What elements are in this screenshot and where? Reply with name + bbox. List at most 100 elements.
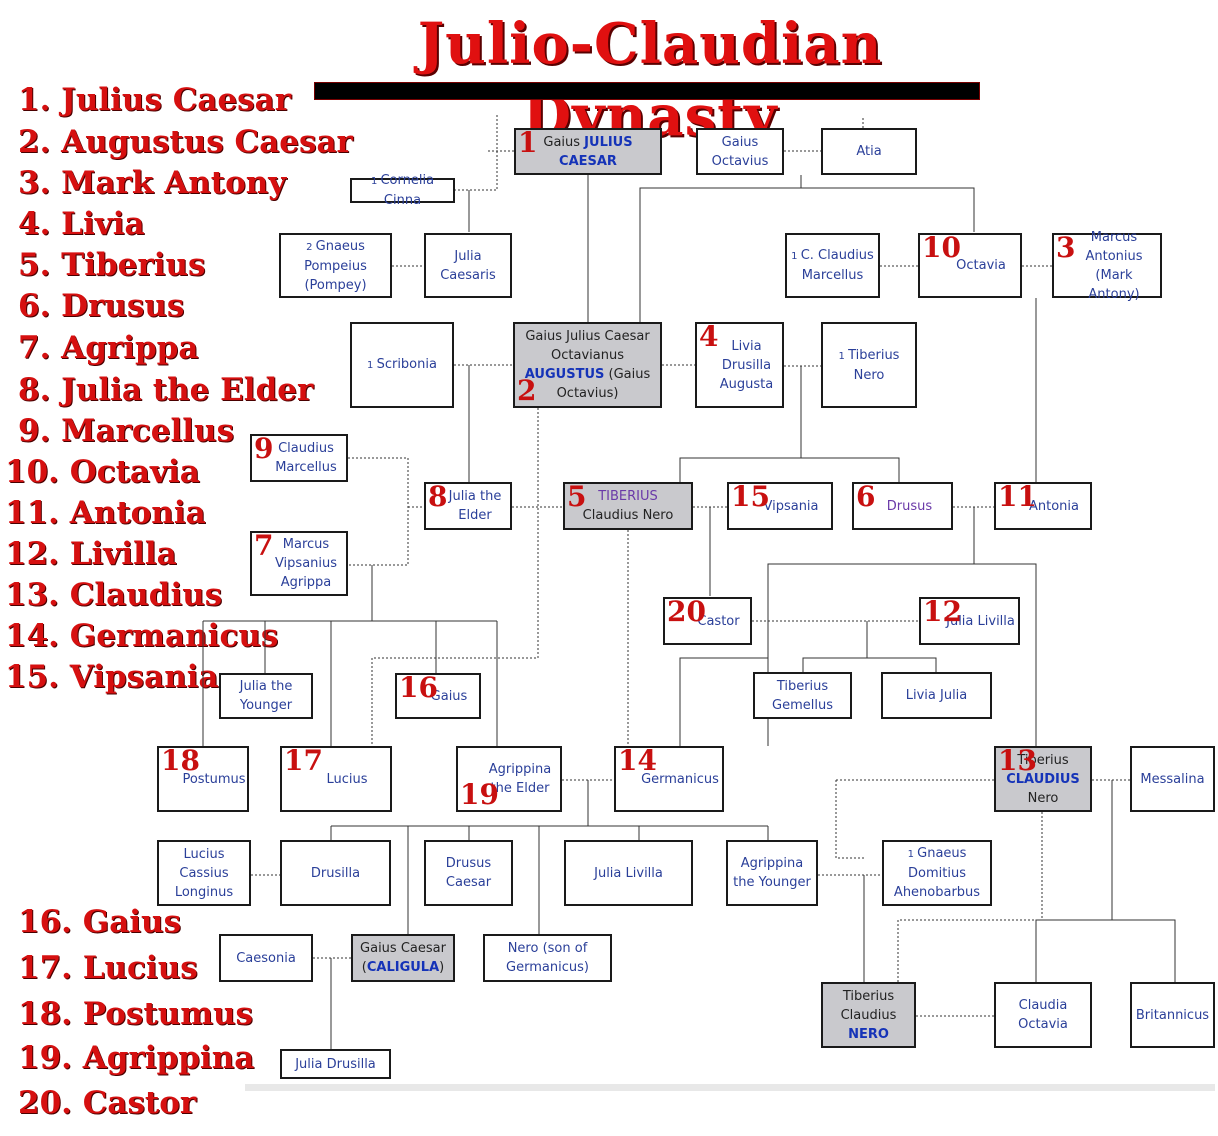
- person-label: Julia Drusilla: [295, 1056, 376, 1072]
- person-name: Marcus Antonius (Mark Antony): [1057, 228, 1157, 304]
- person-name: Messalina: [1140, 770, 1204, 789]
- person-label: Agrippina the Younger: [733, 856, 811, 890]
- spouse-order-mark: 1: [367, 360, 377, 371]
- person-name: Lucius: [304, 770, 367, 789]
- legend-item: 4. Livia: [18, 206, 145, 242]
- person-label: Messalina: [1140, 771, 1205, 787]
- person-name: Germanicus: [619, 770, 719, 789]
- person-title-name: AUGUSTUS: [524, 367, 605, 382]
- person-number: 17: [284, 744, 323, 777]
- person-name: Julia Livilla: [924, 612, 1015, 631]
- person-number: 11: [998, 480, 1037, 513]
- footer-rule: [245, 1084, 1215, 1091]
- person-label: Gnaeus Domitius Ahenobarbus: [893, 846, 981, 900]
- person-number: 14: [618, 744, 657, 777]
- person-label: Atia: [856, 144, 882, 159]
- person-label-suffix: (Gaius Octavius): [556, 367, 651, 401]
- legend-item: 11. Antonia: [5, 495, 206, 531]
- person-number: 13: [998, 744, 1037, 777]
- legend-item: 15. Vipsania: [5, 659, 219, 695]
- person-label: Cornelia Cinna: [380, 173, 435, 208]
- person-name: Livia Drusilla Augusta: [700, 337, 779, 394]
- person-name: Tiberius Gemellus: [758, 677, 847, 715]
- person-node-drusus-caesar: Drusus Caesar: [424, 840, 513, 906]
- legend-item: 16. Gaius: [18, 904, 182, 940]
- person-name: Julia Livilla: [594, 864, 663, 883]
- person-name: Julia the Younger: [224, 677, 308, 715]
- person-node-gaius-octavius: Gaius Octavius: [696, 128, 784, 175]
- person-name: Gaius Octavius: [701, 133, 779, 171]
- person-label: Nero (son of Germanicus): [506, 941, 589, 975]
- person-title-name: NERO: [848, 1026, 889, 1042]
- person-node-tiberius-nero: 1 Tiberius Nero: [821, 322, 917, 408]
- person-number: 20: [667, 595, 706, 628]
- person-node-julia-younger: Julia the Younger: [219, 673, 313, 719]
- person-number: 4: [699, 320, 719, 353]
- spouse-order-mark: 1: [370, 176, 381, 187]
- legend-item: 1. Julius Caesar: [18, 82, 292, 118]
- legend-item: 19. Agrippina: [18, 1040, 255, 1076]
- person-title-name: CLAUDIUS: [1006, 771, 1080, 787]
- person-name: Nero (son of Germanicus): [488, 939, 607, 977]
- person-node-messalina: Messalina: [1130, 746, 1215, 812]
- person-label: Postumus: [182, 771, 246, 787]
- person-label: Octavia: [956, 258, 1006, 273]
- person-title-name: TIBERIUS: [598, 489, 658, 504]
- person-node-julia-drusilla: Julia Drusilla: [280, 1049, 391, 1079]
- legend-item: 3. Mark Antony: [18, 165, 287, 201]
- legend-item: 20. Castor: [18, 1085, 197, 1121]
- person-name: Livia Julia: [906, 686, 968, 705]
- person-name: Claudia Octavia: [999, 996, 1087, 1034]
- person-label-prefix: Gaius Julius Caesar Octavianus: [525, 329, 650, 363]
- person-label: Julia the Younger: [239, 679, 293, 713]
- person-label: Marcus Vipsanius Agrippa: [274, 537, 338, 590]
- person-name: Julia Drusilla: [295, 1055, 376, 1074]
- person-name: Gaius: [409, 687, 468, 706]
- person-name: Drusus: [873, 497, 932, 516]
- person-label: Antonia: [1028, 498, 1079, 514]
- person-node-cornelia-cinna: 1 Cornelia Cinna: [350, 173, 455, 208]
- person-node-livia-julia: Livia Julia: [881, 672, 992, 719]
- person-name: Antonia: [1007, 497, 1079, 516]
- person-name: Agrippina the Younger: [731, 854, 813, 892]
- person-label: Claudius Marcellus: [275, 441, 337, 475]
- person-number: 10: [922, 231, 961, 264]
- legend-item: 9. Marcellus: [18, 413, 235, 449]
- person-node-claudia-octavia: Claudia Octavia: [994, 982, 1092, 1048]
- legend-item: 13. Claudius: [5, 577, 223, 613]
- person-node-caesonia: Caesonia: [219, 934, 313, 982]
- person-label: Castor: [697, 613, 740, 629]
- person-name: Caesonia: [236, 949, 296, 968]
- person-node-agrippina-younger: Agrippina the Younger: [726, 840, 818, 906]
- person-node-domitius: 1 Gnaeus Domitius Ahenobarbus: [882, 840, 992, 906]
- person-label-suffix: Nero: [1027, 790, 1059, 806]
- person-label-prefix: Gaius Caesar: [360, 941, 446, 956]
- person-name: Lucius Cassius Longinus: [162, 845, 246, 902]
- person-label-prefix: Gaius: [543, 134, 585, 150]
- person-name: Castor: [675, 612, 739, 631]
- person-label: Caesonia: [236, 950, 296, 966]
- person-number: 16: [399, 671, 438, 704]
- person-node-scribonia: 1 Scribonia: [350, 322, 454, 408]
- person-label: C. Claudius Marcellus: [800, 248, 874, 283]
- legend-item: 5. Tiberius: [18, 247, 206, 283]
- person-name: Claudius Marcellus: [255, 439, 343, 477]
- person-node-drusilla: Drusilla: [280, 840, 391, 906]
- person-name: Marcus Vipsanius Agrippa: [255, 535, 343, 592]
- person-label: Julia Livilla: [594, 865, 663, 881]
- person-name: Britannicus: [1136, 1006, 1209, 1025]
- person-node-lucius-cassius: Lucius Cassius Longinus: [157, 840, 251, 906]
